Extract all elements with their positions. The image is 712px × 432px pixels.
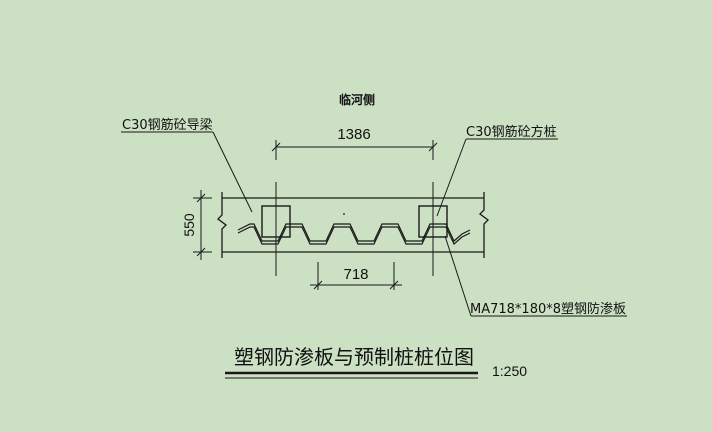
sheet-pile-leader [444, 235, 627, 317]
left-break-line [217, 192, 227, 258]
left-square-pile [261, 205, 291, 238]
leader-line-bottom [444, 235, 472, 317]
right-square-pile [418, 205, 448, 238]
river-side-label: 临河侧 [339, 92, 375, 107]
guide-beam-label: C30钢筋砼导梁 [122, 117, 213, 133]
title-underline [225, 371, 478, 379]
dim-sheet-width-label: 718 [343, 266, 368, 283]
square-pile-label: C30钢筋砼方桩 [466, 124, 557, 140]
dim-tick-top [196, 193, 206, 203]
square-piles [261, 205, 448, 238]
dim-tick-left [271, 142, 281, 152]
dim-tick-bottom [196, 247, 206, 257]
leader-line-left [212, 131, 253, 213]
dim-pile-spacing [271, 140, 438, 160]
sheet-pile-label: MA718*180*8塑钢防渗板 [470, 301, 626, 317]
dim-beam-width [193, 190, 212, 260]
sheet-pile-outer [237, 223, 471, 242]
center-mark [343, 213, 345, 215]
guide-beam-leader [121, 131, 253, 213]
drawing-scale: 1:250 [492, 363, 527, 379]
dim-pile-spacing-label: 1386 [337, 126, 370, 143]
leader-line-right [436, 138, 467, 217]
sheet-pile-profile [237, 223, 471, 245]
pile-centerlines [275, 182, 434, 276]
dim-tick-left-718 [313, 280, 323, 290]
guide-beam [217, 192, 489, 258]
dim-tick-right-718 [389, 280, 399, 290]
dim-tick-right [428, 142, 438, 152]
sheet-pile-inner [237, 226, 471, 245]
dim-sheet-width [310, 262, 402, 290]
drawing-title: 塑钢防渗板与预制桩桩位图 [234, 345, 474, 369]
square-pile-leader [436, 138, 558, 217]
right-break-line [479, 192, 489, 258]
dim-beam-width-label: 550 [181, 213, 197, 237]
